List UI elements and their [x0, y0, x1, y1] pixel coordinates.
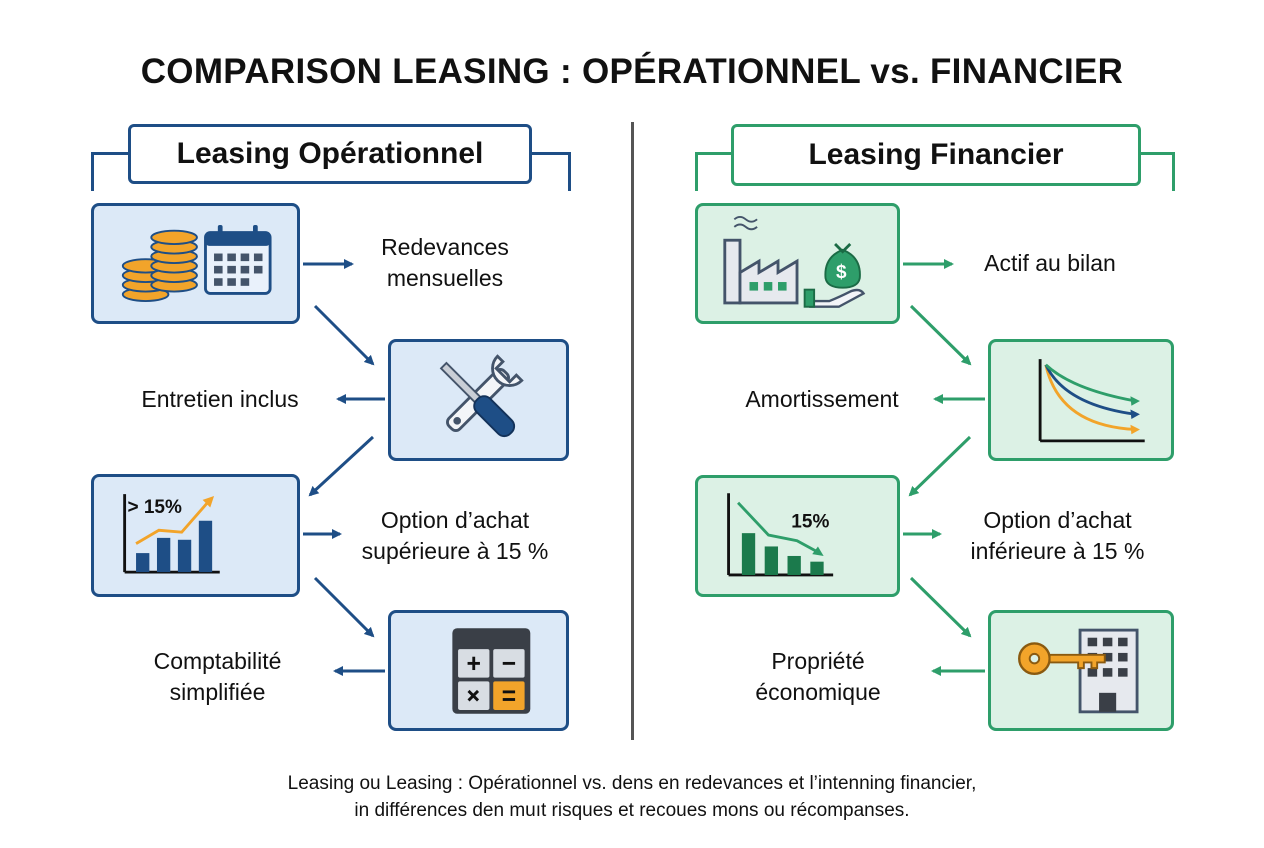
- center-divider: [631, 122, 634, 740]
- left-header: Leasing Opérationnel: [128, 124, 532, 184]
- declining-bar-chart-icon: 15%: [727, 493, 834, 577]
- left-label-3: Option d’achat supérieure à 15 %: [340, 505, 570, 567]
- svg-text:$: $: [836, 262, 847, 283]
- left-label-1: Redevances mensuelles: [345, 232, 545, 294]
- right-header: Leasing Financier: [731, 124, 1141, 186]
- calculator-icon: [452, 628, 531, 714]
- left-label-2-line1: Entretien inclus: [141, 386, 299, 412]
- arrow-left-2: [313, 304, 375, 366]
- growth-chart-tile: > 15%: [91, 474, 300, 597]
- left-label-2: Entretien inclus: [105, 384, 335, 415]
- left-label-1-line1: Redevances: [381, 234, 509, 260]
- footer-line-2: in différences den muıt risques et recou…: [354, 800, 910, 821]
- right-label-1-line1: Actif au bilan: [984, 250, 1116, 276]
- factory-money-icon: $: [723, 215, 866, 308]
- right-label-4-line1: Propriété: [771, 648, 865, 674]
- right-label-4: Propriété économique: [718, 646, 918, 708]
- arrow-right-4: [908, 435, 972, 497]
- coins-calendar-tile: [91, 203, 300, 324]
- left-label-4-line2: simplifiée: [169, 679, 266, 705]
- chart-label-right: 15%: [791, 511, 829, 532]
- depreciation-curve-icon: [1038, 359, 1145, 443]
- right-label-4-line2: économique: [755, 679, 881, 705]
- footer-caption: Leasing ou Leasing : Opérationnel vs. de…: [0, 770, 1264, 824]
- key-building-icon: [1018, 628, 1139, 714]
- wrench-screwdriver-icon: [439, 354, 524, 438]
- right-label-2-line1: Amortissement: [745, 386, 899, 412]
- left-label-3-line2: supérieure à 15 %: [361, 538, 549, 564]
- right-label-3-line2: inférieure à 15 %: [970, 538, 1145, 564]
- right-label-2: Amortissement: [712, 384, 932, 415]
- footer-line-1: Leasing ou Leasing : Opérationnel vs. de…: [287, 773, 977, 794]
- tools-tile: [388, 339, 569, 461]
- coins-calendar-icon: [121, 225, 272, 302]
- right-label-3: Option d’achat inférieure à 15 %: [940, 505, 1175, 567]
- calculator-tile: [388, 610, 569, 731]
- key-building-tile: [988, 610, 1174, 731]
- arrow-left-6: [313, 576, 375, 638]
- page-title: COMPARISON LEASING : OPÉRATIONNEL vs. FI…: [140, 52, 1124, 91]
- right-label-1: Actif au bilan: [950, 248, 1150, 279]
- depreciation-chart-tile: [988, 339, 1174, 461]
- arrow-right-2: [909, 304, 972, 366]
- left-label-4-line1: Comptabilité: [153, 648, 282, 674]
- left-label-3-line1: Option d’achat: [380, 507, 530, 533]
- arrow-right-6: [909, 576, 972, 638]
- rising-bar-chart-icon: > 15%: [123, 494, 220, 574]
- left-label-1-line2: mensuelles: [386, 265, 504, 291]
- chart-label-left: > 15%: [127, 497, 182, 518]
- arrow-left-4: [308, 435, 375, 497]
- factory-money-tile: $: [695, 203, 900, 324]
- right-label-3-line1: Option d’achat: [983, 507, 1132, 533]
- left-label-4: Comptabilité simplifiée: [120, 646, 315, 708]
- declining-chart-tile: 15%: [695, 475, 900, 597]
